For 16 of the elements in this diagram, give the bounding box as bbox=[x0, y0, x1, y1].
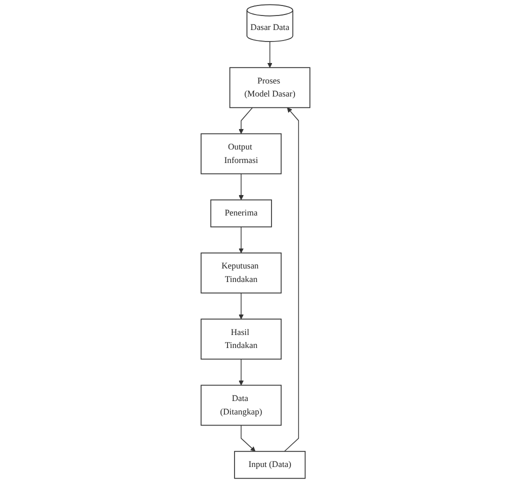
process-box: Penerima bbox=[210, 199, 272, 228]
process-box: Input (Data) bbox=[234, 450, 306, 479]
process-box: Hasil Tindakan bbox=[200, 318, 282, 360]
process-box: Output Informasi bbox=[200, 133, 282, 174]
arrow bbox=[238, 358, 244, 386]
arrow bbox=[238, 107, 253, 134]
arrow bbox=[238, 173, 244, 200]
arrow bbox=[240, 424, 256, 452]
process-box: Proses (Model Dasar) bbox=[229, 67, 310, 108]
arrow bbox=[284, 107, 299, 452]
process-box: Data (Ditangkap) bbox=[200, 384, 282, 426]
arrow bbox=[238, 292, 244, 320]
process-box: Keputusan Tindakan bbox=[200, 252, 282, 294]
arrow bbox=[238, 226, 244, 254]
arrow bbox=[267, 41, 272, 68]
database-cylinder: Dasar Data bbox=[246, 4, 294, 42]
